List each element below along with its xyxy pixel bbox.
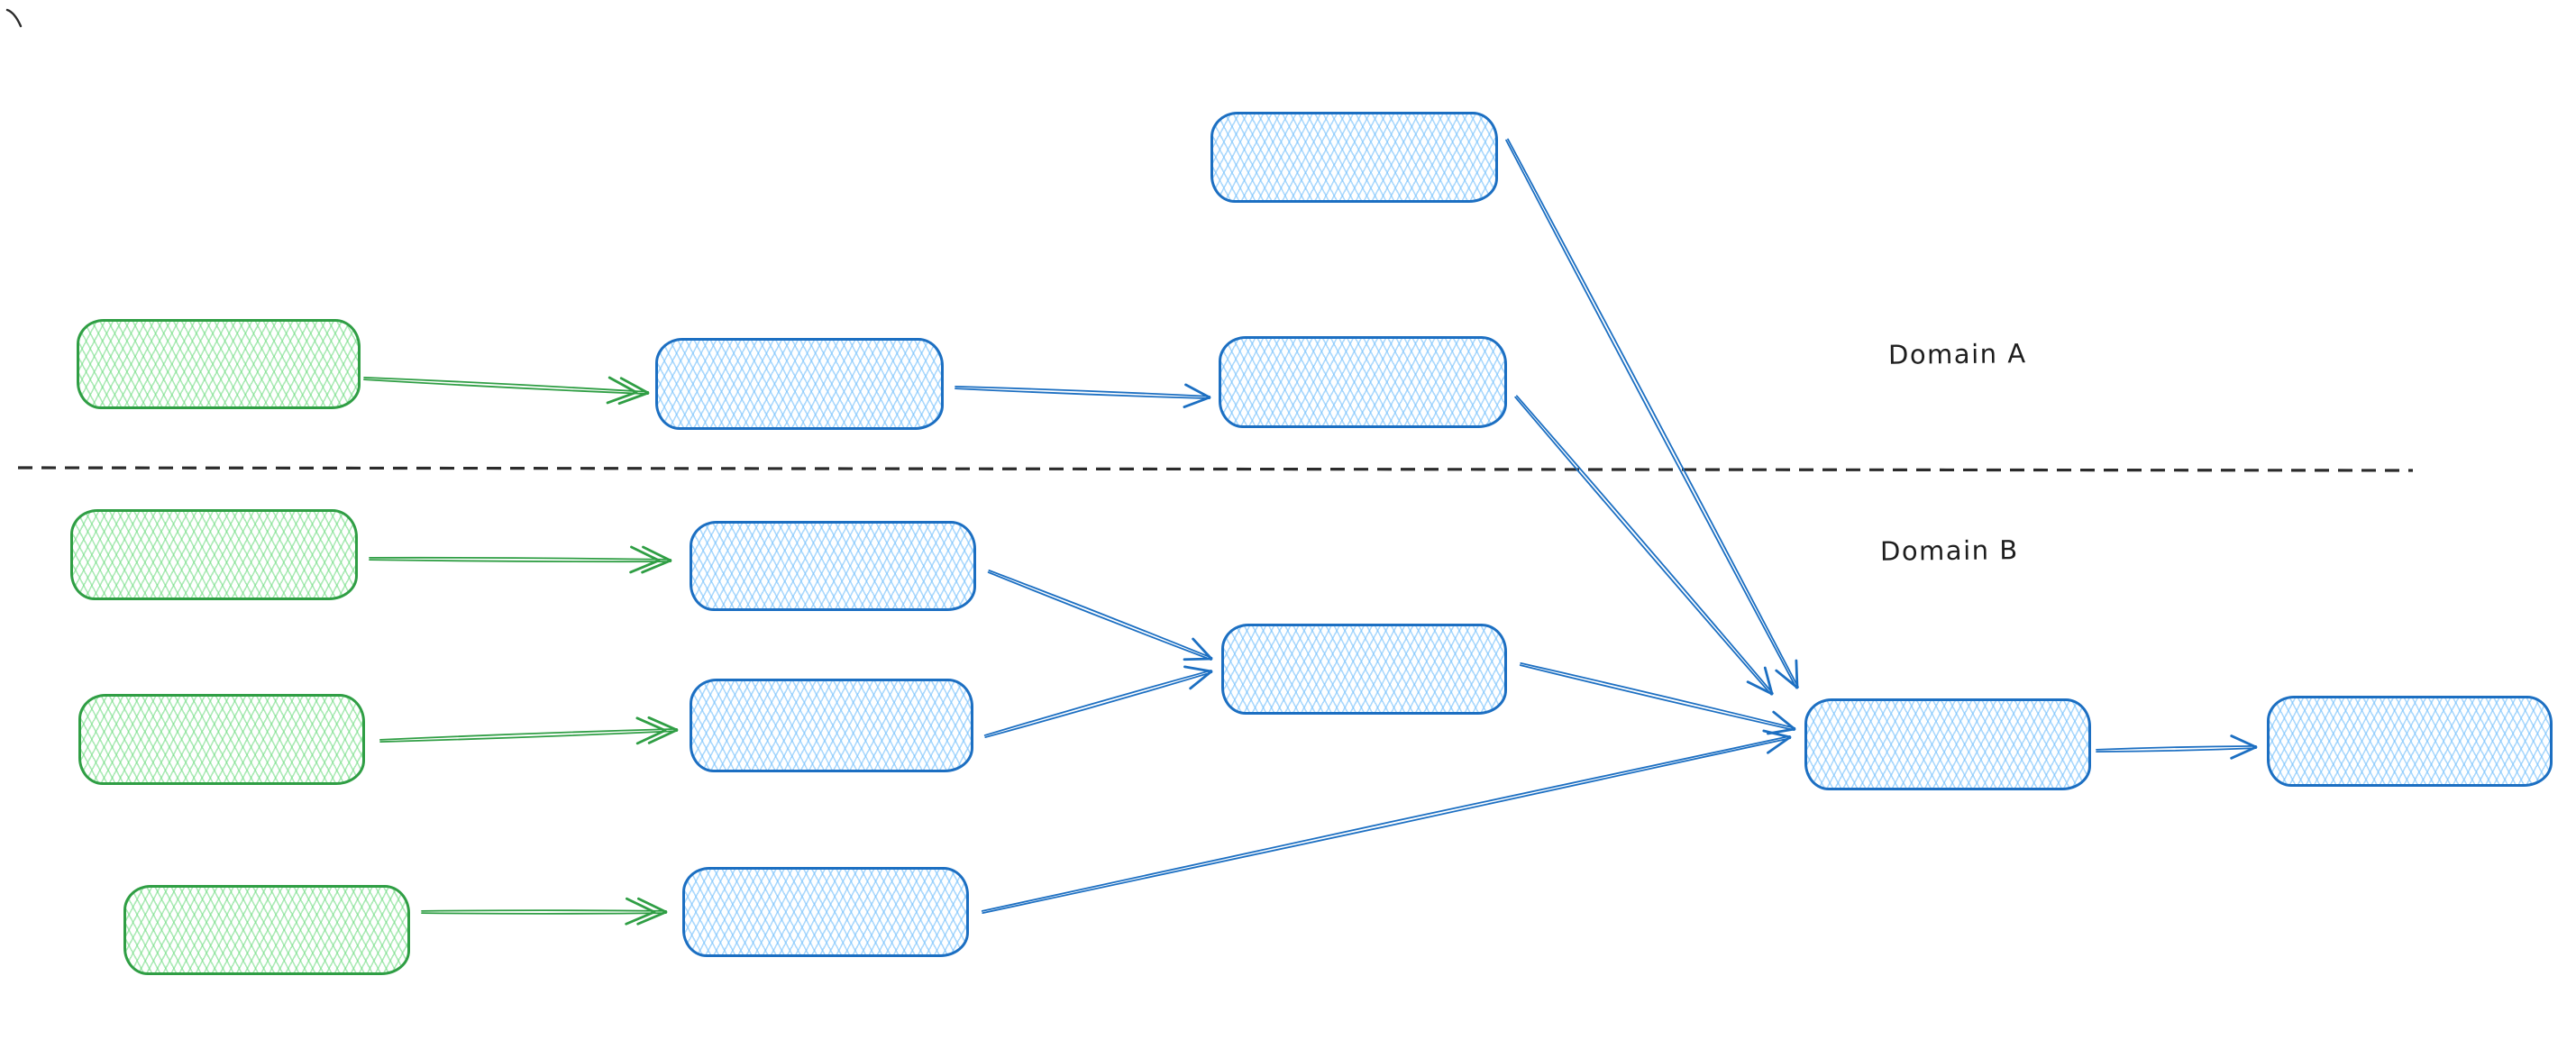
arrow-a-top-to-sink[interactable]: [1505, 138, 1799, 689]
node-sink-blue[interactable]: [1804, 698, 2091, 790]
node-domain-b-source1-green[interactable]: [70, 509, 358, 600]
domain-divider-line[interactable]: [17, 466, 2414, 472]
node-domain-b-stage1b-blue[interactable]: [690, 679, 973, 772]
arrow-b-merge-to-sink[interactable]: [1519, 662, 1796, 735]
node-domain-a-stage1-blue[interactable]: [655, 338, 944, 430]
node-domain-a-source-green[interactable]: [77, 319, 361, 409]
domain-a-label[interactable]: Domain A: [1887, 338, 2027, 370]
arrow-b-stage1a-to-merge[interactable]: [987, 570, 1213, 661]
arrow-b-source2-to-stage1b[interactable]: [379, 716, 679, 745]
node-domain-a-stage2-blue[interactable]: [1219, 336, 1507, 428]
arrow-b-stage1c-to-sink[interactable]: [981, 729, 1792, 914]
arrow-sink-to-output[interactable]: [2096, 734, 2258, 760]
node-domain-b-stage1a-blue[interactable]: [690, 521, 976, 611]
arrow-b-source1-to-stage1a[interactable]: [369, 545, 672, 574]
node-domain-b-source2-green[interactable]: [78, 694, 365, 785]
node-domain-a-top-blue[interactable]: [1210, 112, 1498, 203]
arrow-b-source3-to-stage1c[interactable]: [421, 897, 668, 926]
node-domain-b-merge-blue[interactable]: [1221, 624, 1507, 715]
arrow-a-stage2-to-sink[interactable]: [1514, 395, 1774, 696]
node-output-blue[interactable]: [2267, 696, 2553, 787]
node-domain-b-stage1c-blue[interactable]: [682, 867, 969, 957]
arrow-a-stage1-to-stage2[interactable]: [955, 383, 1211, 408]
arrow-b-stage1b-to-merge[interactable]: [983, 665, 1213, 738]
domain-b-label[interactable]: Domain B: [1879, 534, 2019, 567]
node-domain-b-source3-green[interactable]: [123, 885, 410, 975]
stray-mark: [5, 8, 23, 28]
arrow-a-source-to-stage1[interactable]: [363, 376, 650, 406]
